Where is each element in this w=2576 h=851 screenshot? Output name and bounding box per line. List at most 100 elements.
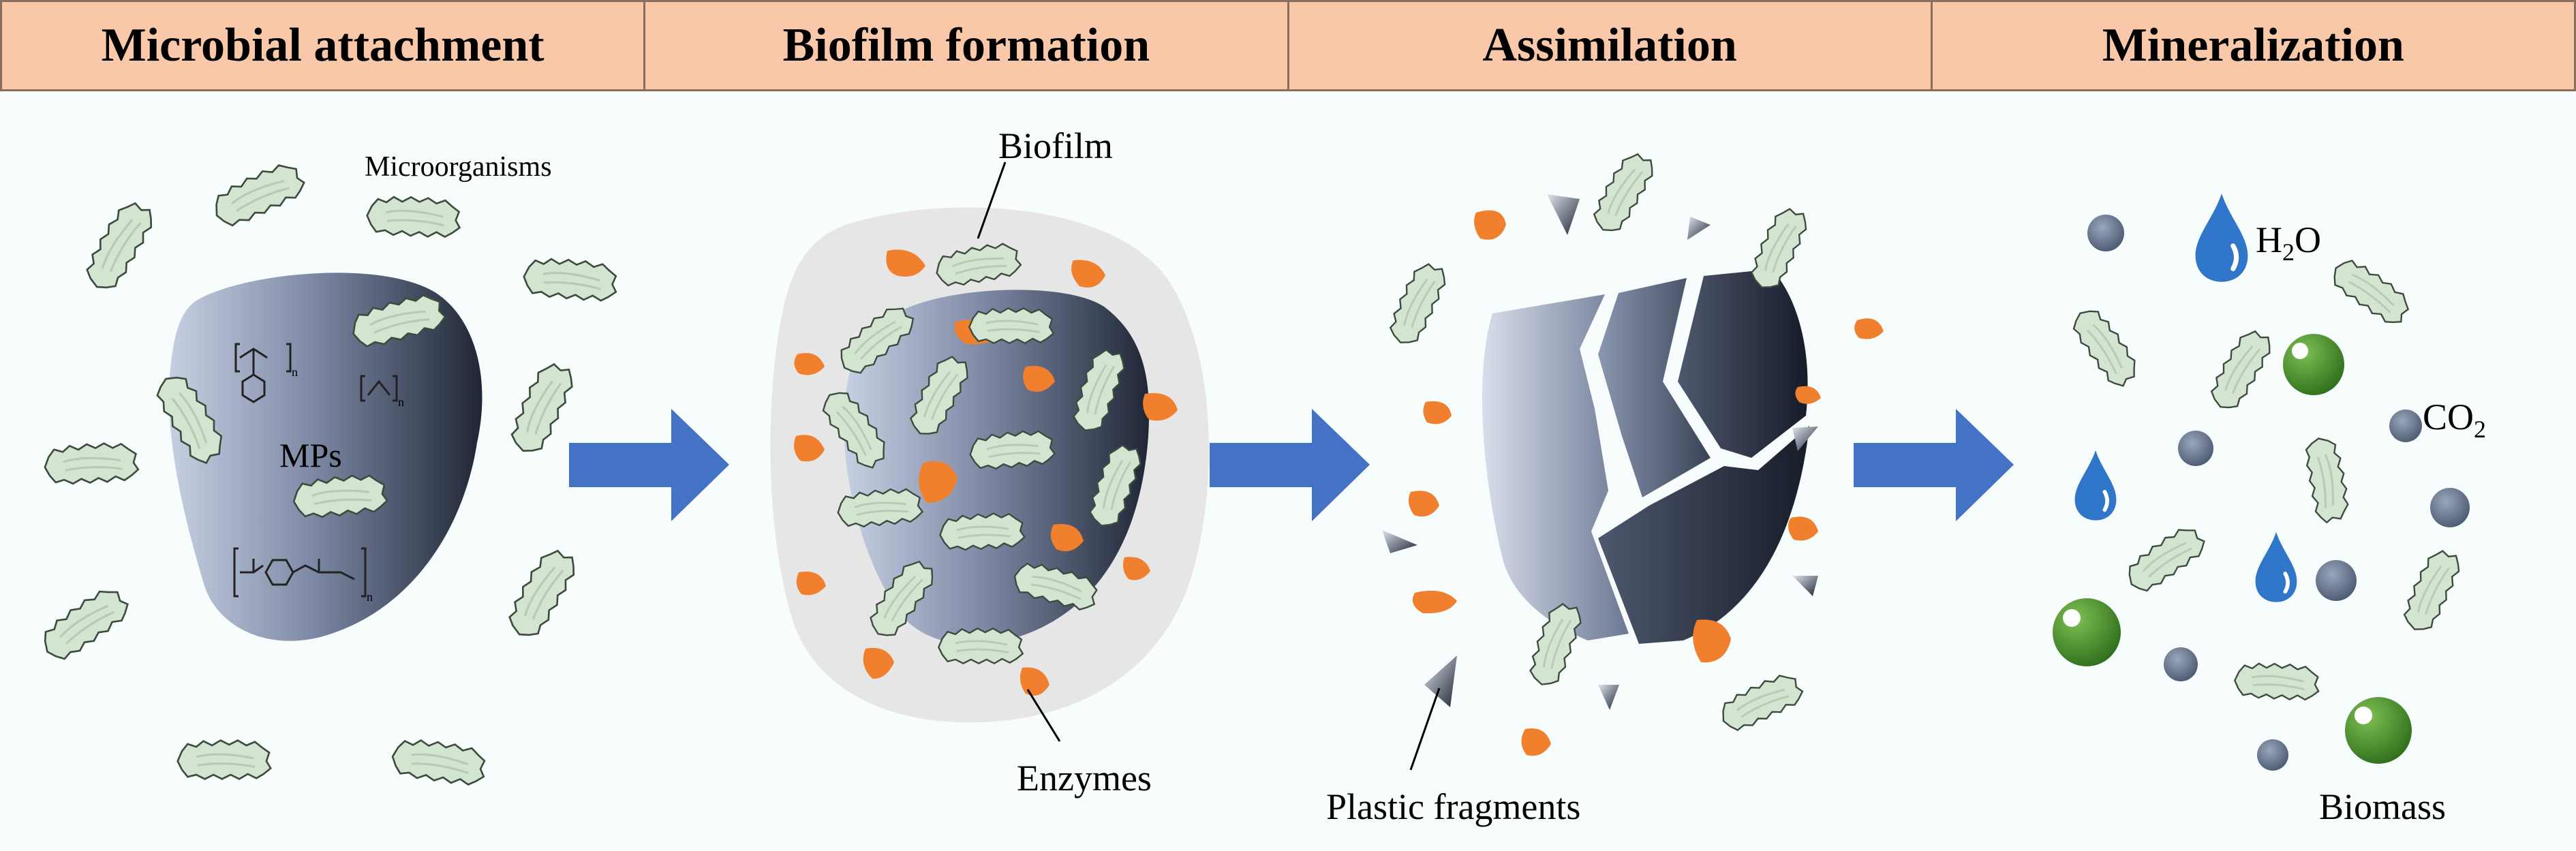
microplastic-particle [169, 273, 482, 641]
microorganism [206, 156, 310, 233]
arrow-3 [1854, 409, 2014, 521]
plastic-fragments-pointer [1409, 687, 1441, 771]
microorganism [388, 734, 489, 789]
enzyme [886, 249, 925, 277]
polymer-n-label: n [292, 365, 298, 379]
microorganism [2301, 434, 2353, 525]
microorganism [78, 195, 160, 297]
microorganism [2119, 519, 2211, 599]
water-drop [2196, 194, 2248, 282]
polymer-structure-pet [233, 547, 367, 598]
enzyme [919, 461, 957, 503]
panel-assimilation: Plastic fragments [1326, 146, 1884, 827]
co2-label: CO2 [2423, 397, 2486, 443]
polymer-structure-polyethylene [360, 375, 398, 402]
fragment-piece-left [1482, 294, 1629, 640]
co2-molecule [2087, 215, 2124, 251]
microorganism [2325, 251, 2417, 331]
mps-label: MPs [279, 436, 342, 474]
biofilm-label: Biofilm [998, 125, 1113, 166]
enzyme [1023, 365, 1055, 392]
enzyme [1693, 619, 1731, 663]
stage-biofilm-formation: Biofilm formation [645, 0, 1289, 91]
h2o-label: H2O [2256, 219, 2321, 266]
enzyme [1474, 210, 1506, 240]
enzyme [1019, 667, 1049, 696]
co2-molecule [2164, 647, 2198, 681]
plastic-fragment [1547, 194, 1580, 235]
biomass-sphere [2345, 697, 2412, 764]
panel-biofilm-formation: Biofilm Enzymes [770, 125, 1209, 799]
microorganism [2203, 324, 2278, 416]
plastic-fragment [1598, 685, 1619, 710]
microorganism [968, 307, 1055, 345]
co2-molecule [2316, 560, 2357, 601]
co2-molecule [2389, 409, 2422, 442]
polymer-n-label: n [398, 395, 404, 409]
microorganism [503, 356, 580, 460]
enzyme [1143, 393, 1178, 421]
panel-microbial-attachment: n n n MPs Microorganisms [34, 151, 619, 789]
plastic-fragment [1424, 655, 1457, 707]
stage-assimilation: Assimilation [1289, 0, 1933, 91]
co2-molecule [2430, 488, 2470, 527]
biofilm-pointer [977, 161, 1007, 239]
enzymes-pointer [1026, 689, 1061, 742]
enzyme [1123, 557, 1150, 581]
enzyme [1423, 401, 1452, 424]
enzyme [1521, 728, 1551, 756]
plastic-fragment [1792, 576, 1818, 596]
microorganism [500, 542, 583, 645]
microorganism [1586, 146, 1661, 239]
biomass-highlight [2355, 707, 2372, 724]
microorganism [177, 739, 272, 780]
plastic-fragment [1792, 427, 1818, 451]
stage-header: Microbial attachment Biofilm formation A… [0, 0, 2576, 95]
microorganism [1523, 598, 1587, 692]
microorganism [2066, 301, 2145, 392]
enzyme [794, 353, 825, 375]
water-drop [2075, 450, 2117, 521]
enzyme [1795, 386, 1821, 404]
microorganism [365, 194, 463, 240]
enzyme [1050, 524, 1084, 552]
microorganism [2233, 660, 2321, 702]
biomass-sphere [2053, 598, 2121, 666]
microorganisms-label: Microorganisms [365, 151, 552, 183]
arrow-1 [569, 409, 729, 521]
arrow-2 [1210, 409, 1370, 521]
stage-microbial-attachment: Microbial attachment [0, 0, 646, 91]
plastic-fragment [1382, 530, 1417, 553]
microorganism [42, 440, 140, 486]
biomass-sphere [2283, 334, 2344, 395]
co2-molecule [2178, 431, 2213, 466]
fragment-piece-right [1678, 269, 1808, 458]
enzyme [1854, 318, 1884, 339]
stage-mineralization: Mineralization [1932, 0, 2576, 91]
microorganism [1743, 202, 1813, 296]
polymer-structure-polystyrene [234, 343, 292, 403]
plastic-fragments-label: Plastic fragments [1326, 786, 1580, 827]
biomass-highlight [2292, 343, 2308, 359]
co2-molecule [2257, 739, 2288, 771]
microorganism [2396, 544, 2466, 638]
polymer-n-label: n [367, 590, 373, 604]
panel-mineralization: H2O CO2 Biomass [2053, 194, 2486, 827]
fragment-piece-bottom [1598, 426, 1809, 644]
enzyme [1788, 516, 1818, 541]
microorganism [937, 627, 1024, 665]
enzymes-label: Enzymes [1017, 758, 1152, 799]
enzyme [794, 435, 825, 462]
fragment-piece-middle [1598, 278, 1711, 497]
microorganism [1382, 257, 1452, 351]
enzyme [1071, 260, 1105, 288]
plastic-fragment [1687, 217, 1711, 240]
enzyme [1412, 590, 1457, 614]
microorganism [521, 255, 619, 304]
microorganism [34, 580, 135, 668]
microorganism [1714, 667, 1808, 737]
enzyme [796, 571, 826, 595]
biomass-label: Biomass [2319, 786, 2446, 827]
